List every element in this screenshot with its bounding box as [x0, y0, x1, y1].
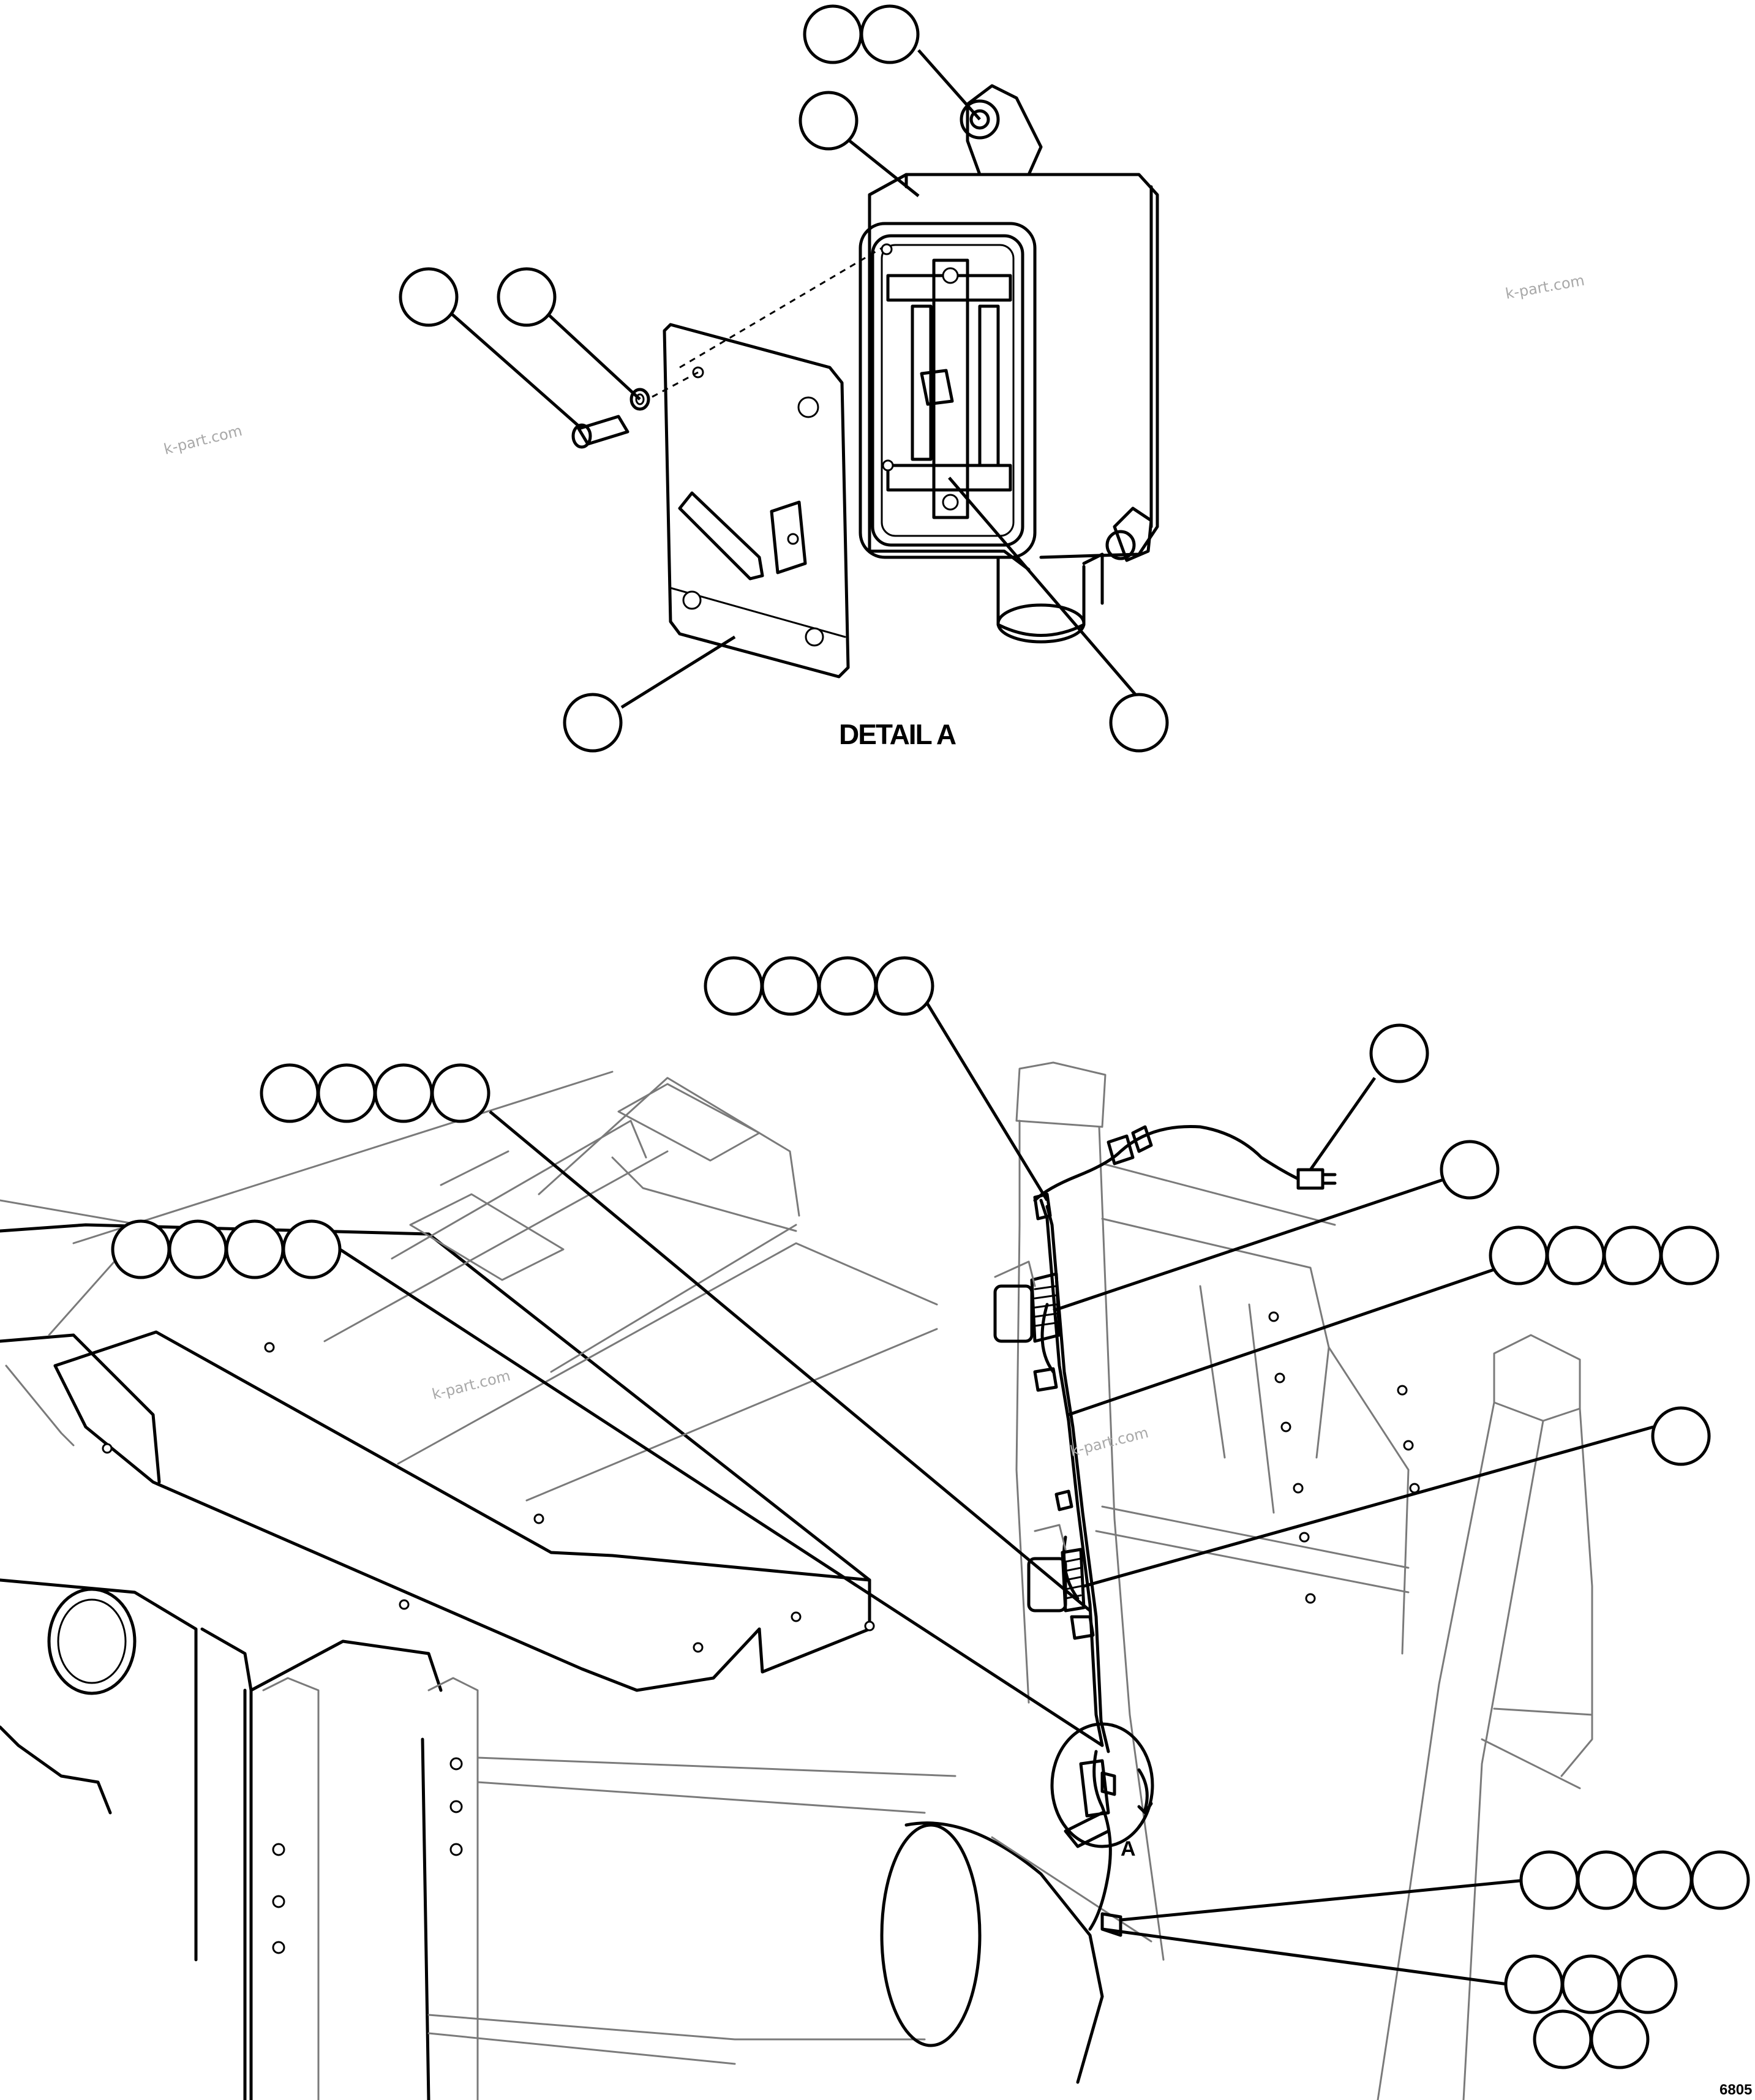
callout-balloon: [225, 1219, 285, 1279]
callout-balloon: [1546, 1225, 1606, 1285]
callout-balloon: [1576, 1850, 1636, 1910]
detail-a-callouts: [399, 4, 1169, 753]
watermark: k-part.com: [1069, 1424, 1151, 1460]
screw-and-washer: [571, 388, 650, 449]
callout-balloon: [430, 1063, 490, 1123]
switch-box: [859, 84, 1159, 644]
callout-balloon: [399, 267, 459, 327]
callout-balloon: [374, 1063, 434, 1123]
callout-balloon: [1659, 1225, 1719, 1285]
watermark: k-part.com: [162, 422, 244, 458]
main-view-callouts: [111, 956, 1750, 2069]
cover-plate: [663, 323, 850, 679]
callout-balloon: [317, 1063, 377, 1123]
callout-balloon: [1519, 1850, 1579, 1910]
callout-balloon: [817, 956, 878, 1016]
callout-balloon: [1633, 1850, 1693, 1910]
figure-code: 6805: [1719, 2082, 1752, 2098]
callout-balloon: [1561, 1954, 1621, 2014]
callout-balloon: [761, 956, 821, 1016]
callout-balloon: [874, 956, 934, 1016]
callout-balloon: [1440, 1140, 1500, 1200]
callout-balloon: [799, 91, 859, 151]
detail-a-label: DETAIL A: [839, 718, 956, 750]
callout-balloon: [168, 1219, 228, 1279]
callout-balloon: [1690, 1850, 1750, 1910]
callout-balloon: [282, 1219, 342, 1279]
callout-balloon: [803, 4, 863, 64]
detail-a-drawing: [571, 84, 1159, 679]
wire-harness: A: [993, 1125, 1337, 1937]
callout-balloon: [1651, 1406, 1711, 1466]
watermark: k-part.com: [1504, 272, 1586, 303]
callout-balloon: [1603, 1225, 1663, 1285]
callout-balloon: [860, 4, 920, 64]
callout-balloon: [1618, 1954, 1678, 2014]
machine-frame-drawing: [0, 1061, 1593, 2100]
main-view-leaders: [339, 988, 1654, 1986]
callout-balloon: [1533, 2009, 1593, 2069]
callout-balloon: [497, 267, 557, 327]
callout-balloon: [1369, 1023, 1429, 1083]
watermark: k-part.com: [430, 1367, 513, 1403]
callout-balloon: [1504, 1954, 1564, 2014]
callout-balloon: [111, 1219, 171, 1279]
callout-balloon: [704, 956, 764, 1016]
view-marker-a: A: [1121, 1837, 1136, 1861]
callout-balloon: [260, 1063, 320, 1123]
callout-balloon: [563, 693, 623, 753]
callout-balloon: [1109, 693, 1169, 753]
callout-balloon: [1489, 1225, 1549, 1285]
callout-balloon: [1590, 2009, 1650, 2069]
detail-a-leaders: [435, 49, 1137, 709]
